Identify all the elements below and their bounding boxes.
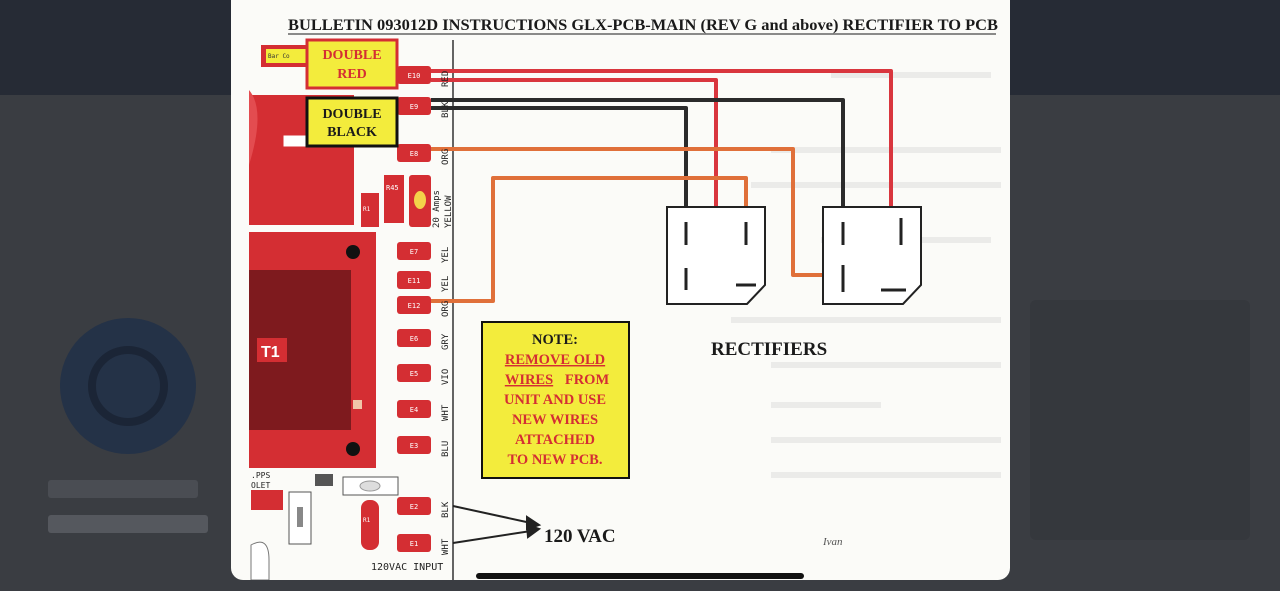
note-underlined-2: WIRES xyxy=(505,372,553,388)
background-text-line xyxy=(48,480,198,498)
connector-10 xyxy=(397,436,431,454)
chip xyxy=(315,474,333,486)
connector-label: VIO xyxy=(441,369,451,385)
signature: Ivan xyxy=(822,536,843,548)
transformer-tag xyxy=(257,338,287,362)
note-text: NOTE: REMOVE OLD WIRES FROM UNIT AND USE… xyxy=(504,332,609,468)
connector-12 xyxy=(397,534,431,552)
connector-id: E4 xyxy=(410,406,418,414)
pcb-arc xyxy=(249,90,258,165)
connector-label: BLK xyxy=(441,101,451,118)
barcode-sticker xyxy=(266,49,306,63)
small-pad xyxy=(353,400,362,409)
connector-2 xyxy=(397,97,431,115)
jumper-pin xyxy=(297,507,303,527)
rectifiers-label: RECTIFIERS xyxy=(711,339,827,360)
note-line-5: ATTACHED xyxy=(515,432,595,448)
resistor-r45-label: R45 xyxy=(386,184,399,192)
connector-3 xyxy=(397,144,431,162)
connector-9 xyxy=(397,400,431,418)
connector-6 xyxy=(397,296,431,314)
wiring-diagram: BULLETIN 093012D INSTRUCTIONS GLX-PCB-MA… xyxy=(249,17,1001,580)
wire-black-short xyxy=(431,106,688,245)
double-black-line-2: BLACK xyxy=(327,125,377,140)
connector-id: E5 xyxy=(410,370,418,378)
wire-orange-bottom xyxy=(431,176,748,303)
connector-label: RED xyxy=(441,71,451,87)
connector-id: E6 xyxy=(410,335,418,343)
connector-label: WHT xyxy=(441,404,451,421)
connector-label: BLU xyxy=(441,441,451,457)
connector-id: E11 xyxy=(408,277,421,285)
mount-hole xyxy=(346,245,360,259)
connector-label: ORG xyxy=(441,149,451,165)
connector-label: GRY xyxy=(441,333,451,350)
instruction-photo[interactable]: BULLETIN 093012D INSTRUCTIONS GLX-PCB-MA… xyxy=(231,0,1010,580)
note-line-3: UNIT AND USE xyxy=(504,392,606,408)
connector-7 xyxy=(397,329,431,347)
connector-label: WHT xyxy=(441,538,451,555)
wire-orange-top xyxy=(431,147,836,277)
connector-11 xyxy=(397,497,431,515)
note-line-2b: FROM xyxy=(565,372,610,388)
wire-black-long xyxy=(431,98,845,240)
connector-id: E7 xyxy=(410,248,418,256)
connector-id: E12 xyxy=(408,302,421,310)
double-red-line-1: DOUBLE xyxy=(322,48,381,63)
amps-label: 20 Amps xyxy=(432,190,442,228)
resistor-r45 xyxy=(384,175,404,223)
connector-id: E2 xyxy=(410,503,418,511)
note-underlined-1: REMOVE OLD xyxy=(505,352,605,368)
connector-1 xyxy=(397,66,431,84)
corner-label-2: OLET xyxy=(251,481,270,490)
capacitor xyxy=(361,500,379,550)
yellow-label: YELLOW xyxy=(444,195,454,228)
connector-label: BLK xyxy=(441,501,451,518)
connector-id: E9 xyxy=(410,103,418,111)
double-black-tag xyxy=(305,96,399,148)
transformer-label: T1 xyxy=(261,344,280,361)
home-indicator[interactable] xyxy=(476,573,804,579)
connector-id: E1 xyxy=(410,540,418,548)
barcode-label: Bar Co xyxy=(268,53,290,60)
rectifier-left xyxy=(666,206,766,305)
vac-arrows xyxy=(452,505,542,544)
bulletin-title: BULLETIN 093012D INSTRUCTIONS GLX-PCB-MA… xyxy=(288,17,998,34)
connector-label: YEL xyxy=(441,247,451,263)
double-black-line-1: DOUBLE xyxy=(322,107,381,122)
corner-label-1: .PPS xyxy=(251,471,270,480)
corner-hole xyxy=(250,541,270,580)
capacitor-label: R1 xyxy=(363,517,371,524)
vac-label: 120 VAC xyxy=(544,526,616,547)
connector-5 xyxy=(397,271,431,289)
background-side-panel xyxy=(1030,300,1250,540)
socket-pin xyxy=(359,480,381,492)
note-line-6: TO NEW PCB. xyxy=(508,452,603,468)
double-red-tag xyxy=(305,38,399,90)
mount-hole xyxy=(346,442,360,456)
note-box xyxy=(481,321,630,479)
rectifier-right xyxy=(822,206,922,305)
resistor-r1 xyxy=(361,193,379,227)
connector-8 xyxy=(397,364,431,382)
note-heading: NOTE: xyxy=(532,332,578,348)
double-red-line-2: RED xyxy=(337,67,367,82)
connector-id: E10 xyxy=(408,72,421,80)
fuse xyxy=(414,191,426,209)
connector-id: E8 xyxy=(410,150,418,158)
resistor-r1-label: R1 xyxy=(363,206,371,213)
input-label: 120VAC INPUT xyxy=(371,562,443,573)
background-text-line xyxy=(48,515,208,533)
connector-label: ORG xyxy=(441,301,451,317)
corner-block xyxy=(251,490,283,510)
background-avatar xyxy=(60,318,196,454)
connector-id: E3 xyxy=(410,442,418,450)
connector-4 xyxy=(397,242,431,260)
connector-label: YEL xyxy=(441,276,451,292)
note-line-4: NEW WIRES xyxy=(512,412,598,428)
bleed-through-text xyxy=(731,72,1001,478)
